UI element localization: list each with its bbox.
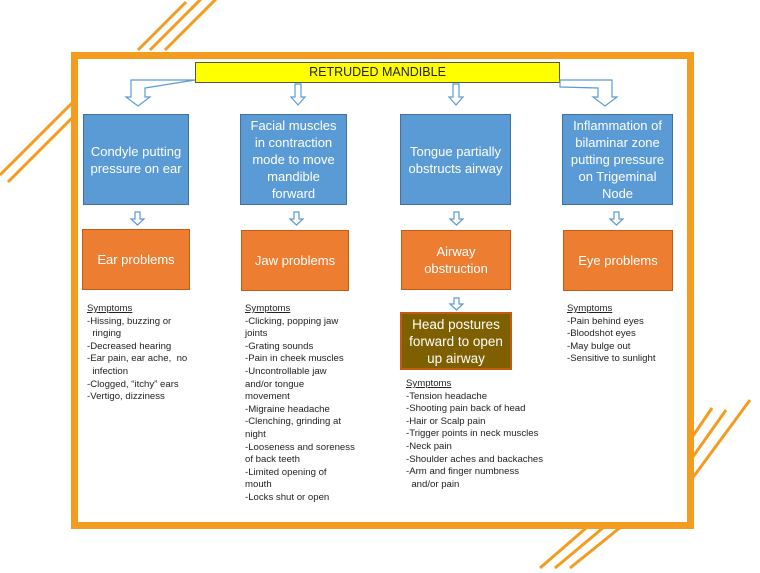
head-posture-box: Head postures forward to open up airway [400, 312, 512, 370]
symptom-item: -Hissing, buzzing or [87, 315, 172, 327]
problem-box-ear: Ear problems [82, 229, 190, 290]
symptom-item: of back teeth [245, 454, 300, 466]
symptom-item: -Pain in cheek muscles [245, 353, 344, 365]
symptom-item: mouth [245, 479, 272, 491]
symptoms-heading: Symptoms [406, 378, 452, 389]
symptom-item: -Locks shut or open [245, 491, 330, 503]
problem-box-eye: Eye problems [563, 230, 673, 291]
symptom-item: -Hair or Scalp pain [406, 415, 486, 427]
down-arrow-small-1 [129, 211, 146, 226]
symptom-item: -Clogged, “itchy” ears [87, 378, 179, 390]
symptom-item: -Ear pain, ear ache, no [87, 353, 188, 365]
cause-box-jaw: Facial muscles in contraction mode to mo… [240, 114, 347, 205]
down-arrow-small-2 [288, 211, 305, 226]
symptom-item: -Neck pain [406, 440, 452, 452]
symptom-item: -Grating sounds [245, 340, 314, 352]
symptom-item: -Trigger points in neck muscles [406, 428, 539, 440]
symptoms-heading: Symptoms [567, 303, 613, 314]
symptoms-list-airway: Symptoms -Tension headache -Shooting pai… [406, 378, 543, 491]
problem-box-jaw: Jaw problems [241, 230, 349, 291]
symptom-item: -Clenching, grinding at [245, 416, 341, 428]
down-arrow-col3 [447, 83, 465, 106]
symptom-item: -Shoulder aches and backaches [406, 453, 544, 465]
down-arrow-small-5 [448, 297, 465, 311]
bent-arrow-left [124, 79, 196, 107]
symptom-item: -Vertigo, dizziness [87, 391, 165, 403]
cause-box-trigeminal: Inflammation of bilaminar zone putting p… [562, 114, 673, 205]
symptom-item: -Pain behind eyes [567, 315, 644, 327]
symptom-item: -Migraine headache [245, 403, 330, 415]
symptoms-list-jaw: Symptoms -Clicking, popping jaw joints -… [245, 303, 355, 505]
symptom-item: -Bloodshot eyes [567, 328, 636, 340]
symptom-item: -Looseness and soreness [245, 441, 355, 453]
symptom-item: night [245, 428, 266, 440]
down-arrow-col2 [289, 83, 307, 106]
symptom-item: joints [245, 328, 268, 340]
symptom-item: -Arm and finger numbness [406, 466, 520, 478]
symptom-item: -Shooting pain back of head [406, 403, 526, 415]
bent-arrow-right [559, 79, 619, 107]
diagram-title: RETRUDED MANDIBLE [195, 62, 560, 83]
symptom-item: -Clicking, popping jaw [245, 315, 339, 327]
symptom-item: -Decreased hearing [87, 340, 172, 352]
cause-box-tongue: Tongue partially obstructs airway [400, 114, 511, 205]
cause-box-ear: Condyle putting pressure on ear [83, 114, 189, 205]
down-arrow-small-3 [448, 211, 465, 226]
problem-box-airway: Airway obstruction [401, 230, 511, 290]
symptoms-heading: Symptoms [245, 303, 291, 314]
symptom-item: ringing [87, 328, 122, 340]
symptoms-list-eye: Symptoms -Pain behind eyes -Bloodshot ey… [567, 303, 656, 366]
down-arrow-small-4 [608, 211, 625, 226]
symptom-item: -Tension headache [406, 390, 488, 402]
symptom-item: and/or pain [406, 478, 460, 490]
symptom-item: movement [245, 391, 290, 403]
symptoms-heading: Symptoms [87, 303, 133, 314]
symptom-item: infection [87, 365, 129, 377]
symptom-item: -May bulge out [567, 340, 631, 352]
symptoms-list-ear: Symptoms -Hissing, buzzing or ringing -D… [87, 303, 187, 404]
symptom-item: -Sensitive to sunlight [567, 353, 656, 365]
symptom-item: -Limited opening of [245, 466, 327, 478]
symptom-item: -Uncontrollable jaw [245, 365, 327, 377]
symptom-item: and/or tongue [245, 378, 305, 390]
